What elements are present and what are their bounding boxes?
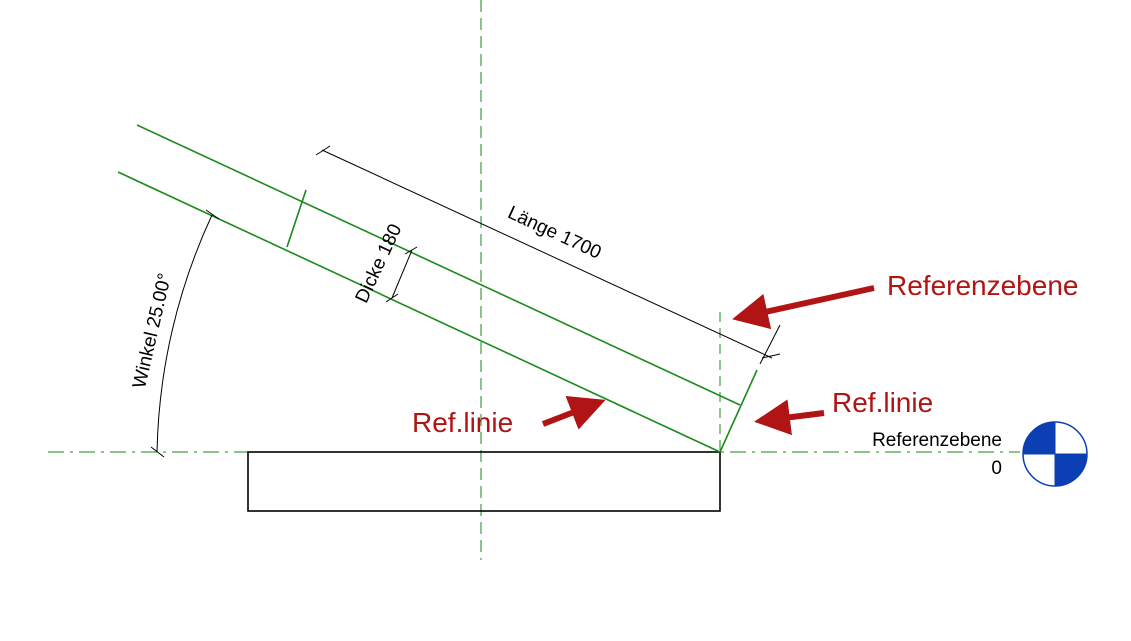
- thickness-dimension-line: [391, 249, 413, 299]
- level-name-label: Referenzebene: [872, 430, 1002, 451]
- length-dimension-tick-end: [761, 353, 781, 359]
- level-marker-icon[interactable]: [1022, 421, 1088, 487]
- annotation-label-ref-line-right: Ref.linie: [832, 387, 933, 418]
- angle-dimension-tick-top: [205, 209, 220, 220]
- annotation-arrow-ref-line-right: [754, 399, 825, 436]
- length-extension-line-end: [759, 324, 781, 365]
- annotation-arrow-ref-line-left: [541, 396, 606, 430]
- annotation-arrow-ref-plane: [732, 285, 875, 330]
- angle-dimension-tick-bottom: [150, 446, 165, 458]
- angle-dimension-label: Winkel 25.00°: [129, 271, 176, 390]
- thickness-dimension-tick-top: [404, 246, 418, 255]
- cross-line: [286, 189, 307, 248]
- offset-line-sloped: [136, 124, 741, 406]
- base-rectangle: [247, 451, 721, 512]
- annotation-label-ref-plane: Referenzebene: [887, 270, 1078, 301]
- length-dimension-label: Länge 1700: [504, 202, 604, 263]
- angle-dimension-arc: [156, 214, 213, 453]
- length-dimension-line: [321, 149, 773, 359]
- length-dimension-tick-start: [315, 145, 331, 156]
- level-elevation-label: 0: [991, 458, 1002, 479]
- end-cap-line: [719, 369, 758, 453]
- annotation-label-ref-line-left: Ref.linie: [412, 407, 513, 438]
- thickness-dimension-tick-bottom: [385, 293, 399, 303]
